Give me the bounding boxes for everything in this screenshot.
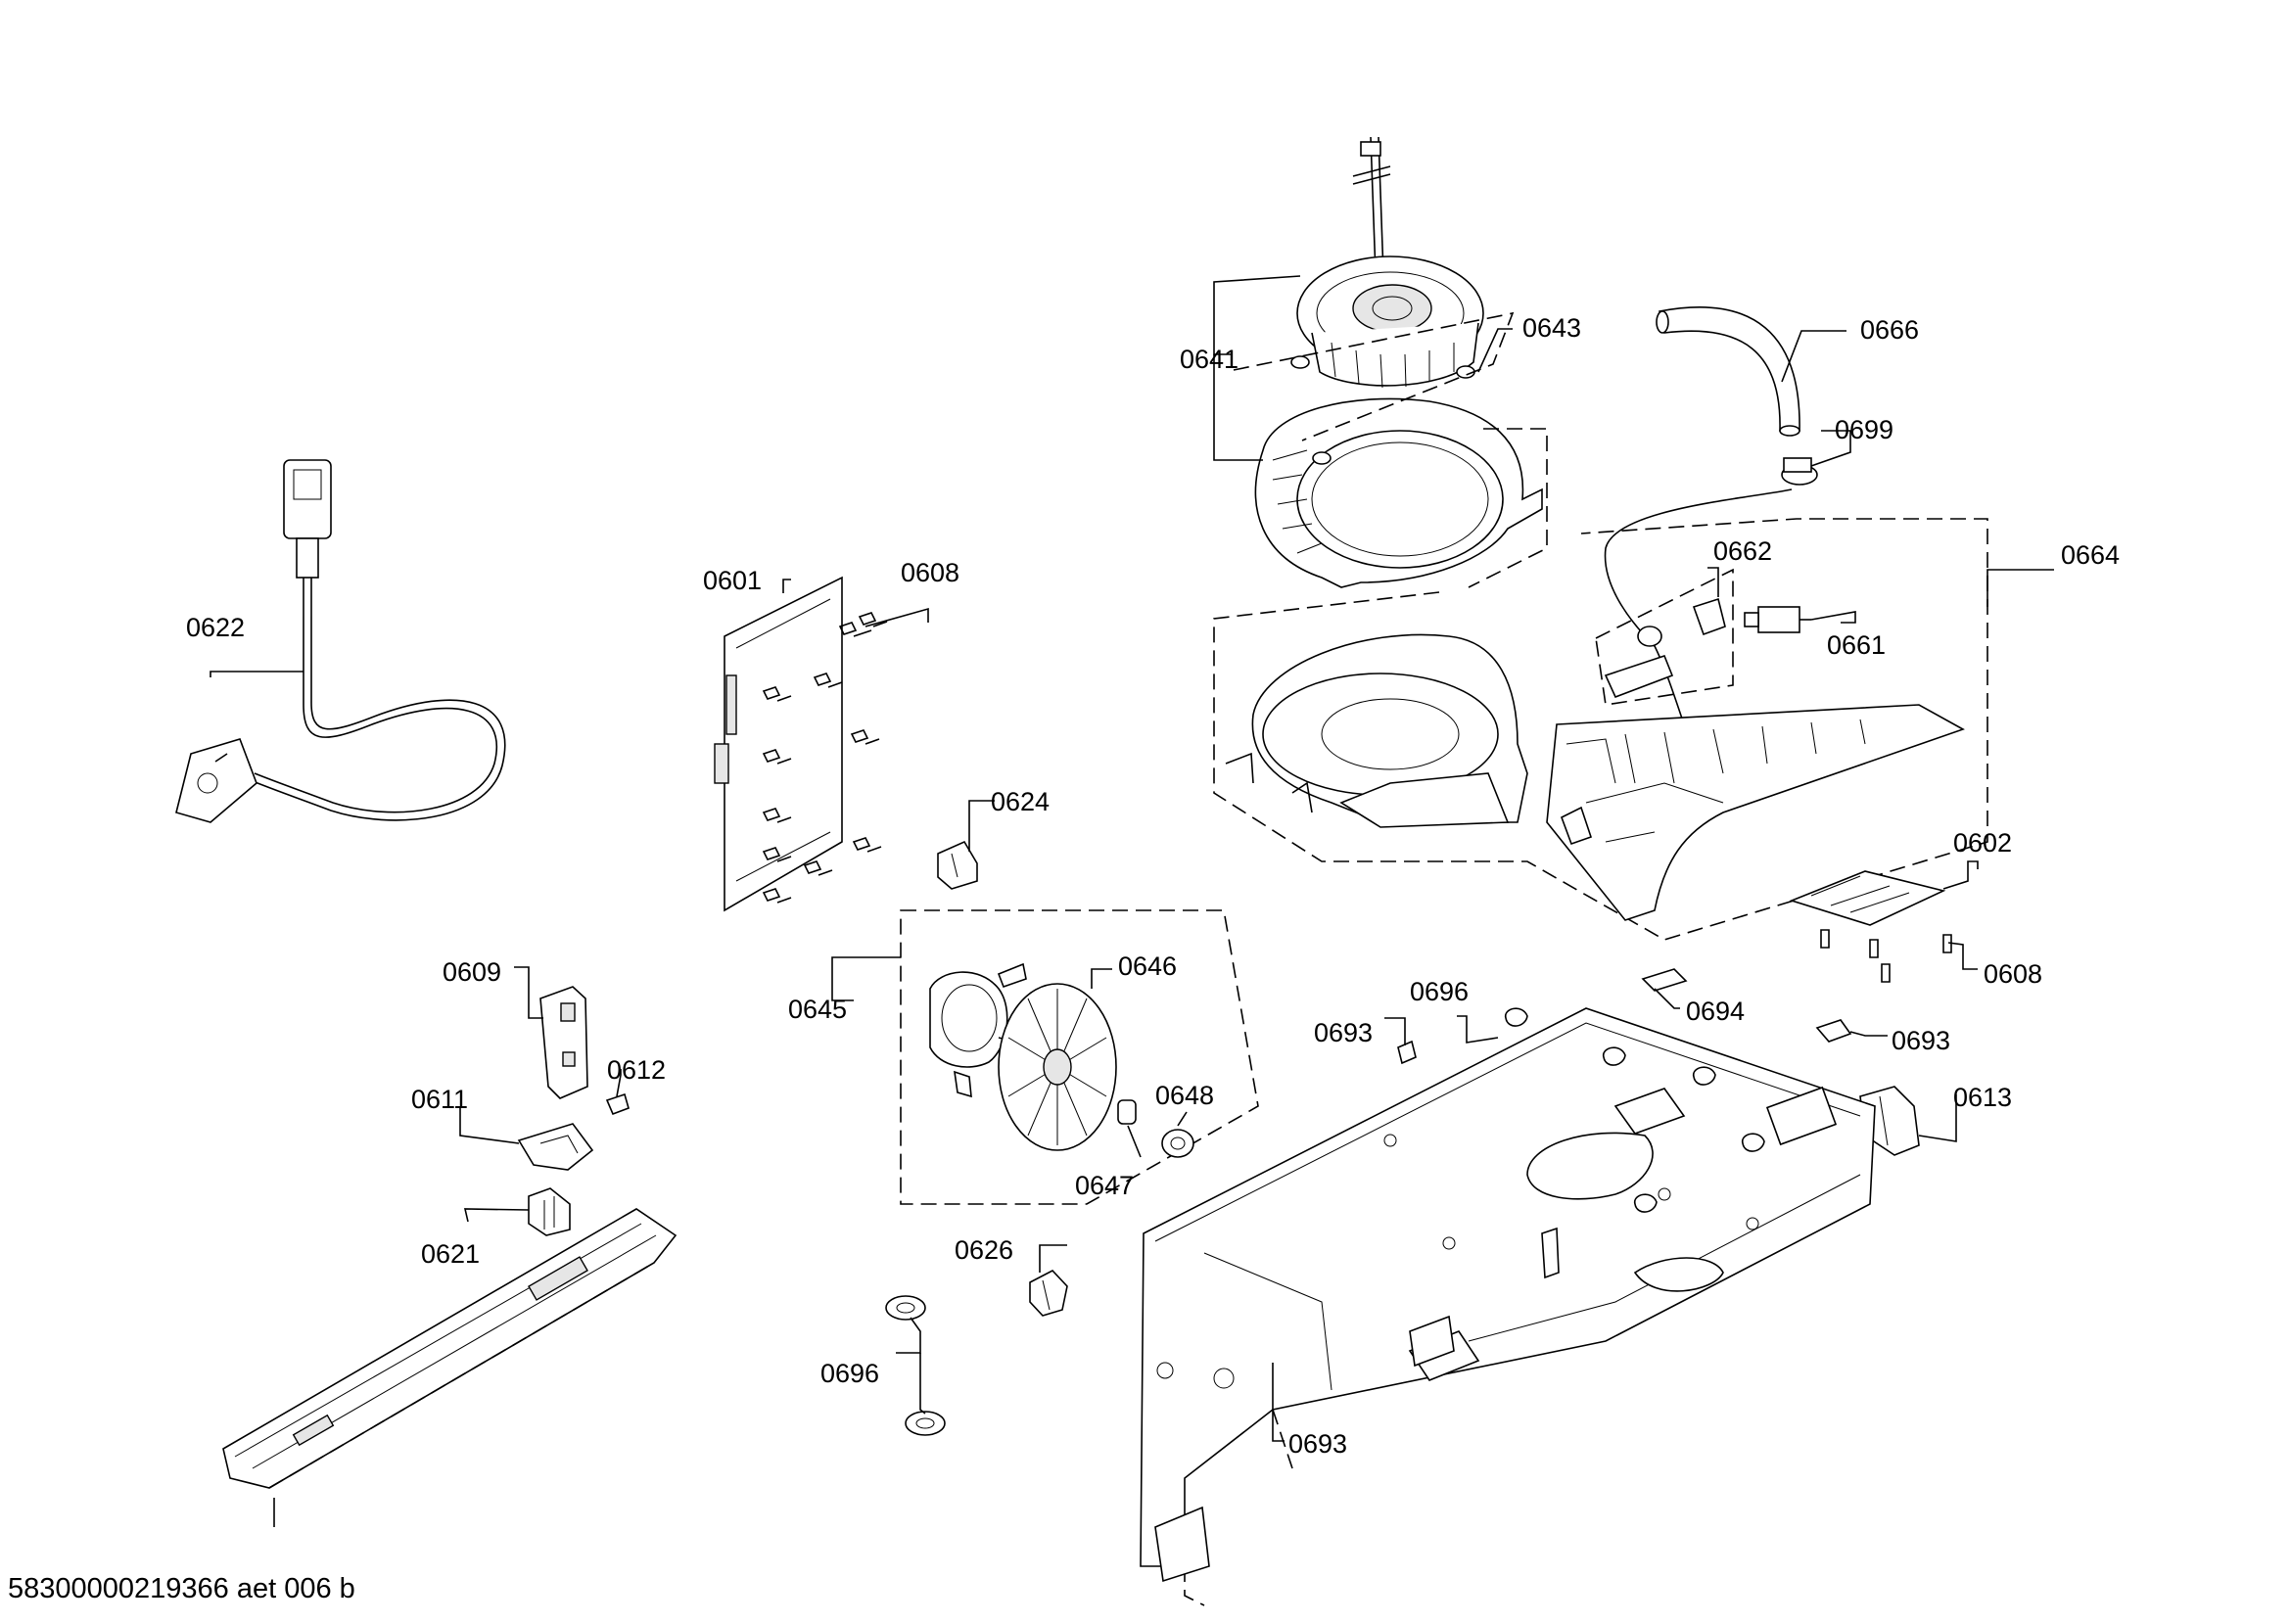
label-0648: 0648 — [1155, 1081, 1214, 1110]
part-0662-valve-bracket — [1595, 568, 1734, 706]
label-0624: 0624 — [991, 787, 1050, 816]
part-front-rail — [222, 1208, 678, 1527]
part-0699-hose-clamp — [1781, 457, 1818, 486]
part-0664-air-duct — [1225, 633, 1528, 828]
label-0602: 0602 — [1953, 828, 2012, 858]
part-0624-clip — [937, 840, 978, 890]
label-0694: 0694 — [1686, 997, 1745, 1026]
part-0612-clip — [605, 1092, 630, 1116]
part-0602-power-board — [1789, 870, 1952, 983]
label-0609: 0609 — [443, 957, 501, 987]
part-0646-fan-wheel — [998, 983, 1117, 1151]
label-0645: 0645 — [788, 995, 847, 1024]
part-0664-duct-channel — [1546, 704, 1965, 921]
part-0696-cable-holder-top — [885, 1295, 926, 1321]
part-0622-power-cord — [175, 459, 506, 823]
label-0622: 0622 — [186, 613, 245, 642]
part-0641-fan-housing — [1254, 397, 1543, 588]
part-base-frame — [1140, 1007, 1876, 1606]
label-0647: 0647 — [1075, 1171, 1134, 1200]
label-0693-right: 0693 — [1892, 1026, 1950, 1055]
label-0608-right: 0608 — [1984, 959, 2042, 989]
label-0696-bottom: 0696 — [820, 1359, 879, 1388]
label-0646: 0646 — [1118, 951, 1177, 981]
part-0693-clip-top — [1397, 1040, 1417, 1065]
part-labels: 0601 0608 0622 0641 0643 0666 0699 0662 … — [186, 313, 2120, 1459]
part-0648-nut — [1161, 1129, 1194, 1158]
label-0641: 0641 — [1180, 345, 1238, 374]
label-0613: 0613 — [1953, 1083, 2012, 1112]
outline-0664-assembly — [1213, 518, 1988, 941]
label-0699: 0699 — [1835, 415, 1893, 444]
part-0666-hose — [1656, 306, 1800, 437]
screw-group-0608-left — [762, 612, 888, 904]
leader-lines — [210, 275, 2054, 1442]
label-0693-top: 0693 — [1314, 1018, 1373, 1047]
part-0645-fan-motor — [929, 962, 1039, 1098]
part-0609-door-lock — [539, 986, 588, 1099]
outline-0643 — [1233, 311, 1515, 441]
label-0643: 0643 — [1522, 313, 1581, 343]
part-0647-spacer — [1117, 1099, 1137, 1125]
part-0641-fan-assembly — [1290, 136, 1484, 389]
label-0696-top: 0696 — [1410, 977, 1469, 1006]
part-0626-cable-clip — [1029, 1270, 1068, 1317]
part-0694-clip — [1641, 968, 1688, 992]
label-0612: 0612 — [607, 1055, 666, 1085]
label-0662: 0662 — [1713, 536, 1772, 566]
label-0664: 0664 — [2061, 540, 2120, 570]
label-0608-top: 0608 — [901, 558, 959, 587]
label-0611: 0611 — [411, 1085, 468, 1114]
part-0601-control-board — [714, 576, 843, 912]
label-0661: 0661 — [1827, 630, 1886, 660]
part-0696-cable-holder-bottom — [905, 1411, 946, 1436]
part-0621-switch — [528, 1187, 571, 1236]
label-0693-bottom: 0693 — [1288, 1429, 1347, 1459]
label-0626: 0626 — [955, 1235, 1013, 1265]
label-0621: 0621 — [421, 1239, 480, 1269]
label-0601: 0601 — [703, 566, 762, 595]
label-0666: 0666 — [1860, 315, 1919, 345]
outline-0641-link — [1468, 428, 1548, 588]
part-0693-clip-right — [1815, 1019, 1852, 1043]
part-0661-valve — [1744, 606, 1811, 633]
part-0611-lock-holder — [517, 1123, 594, 1171]
document-id: 58300000219366 aet 006 b — [8, 1573, 355, 1604]
